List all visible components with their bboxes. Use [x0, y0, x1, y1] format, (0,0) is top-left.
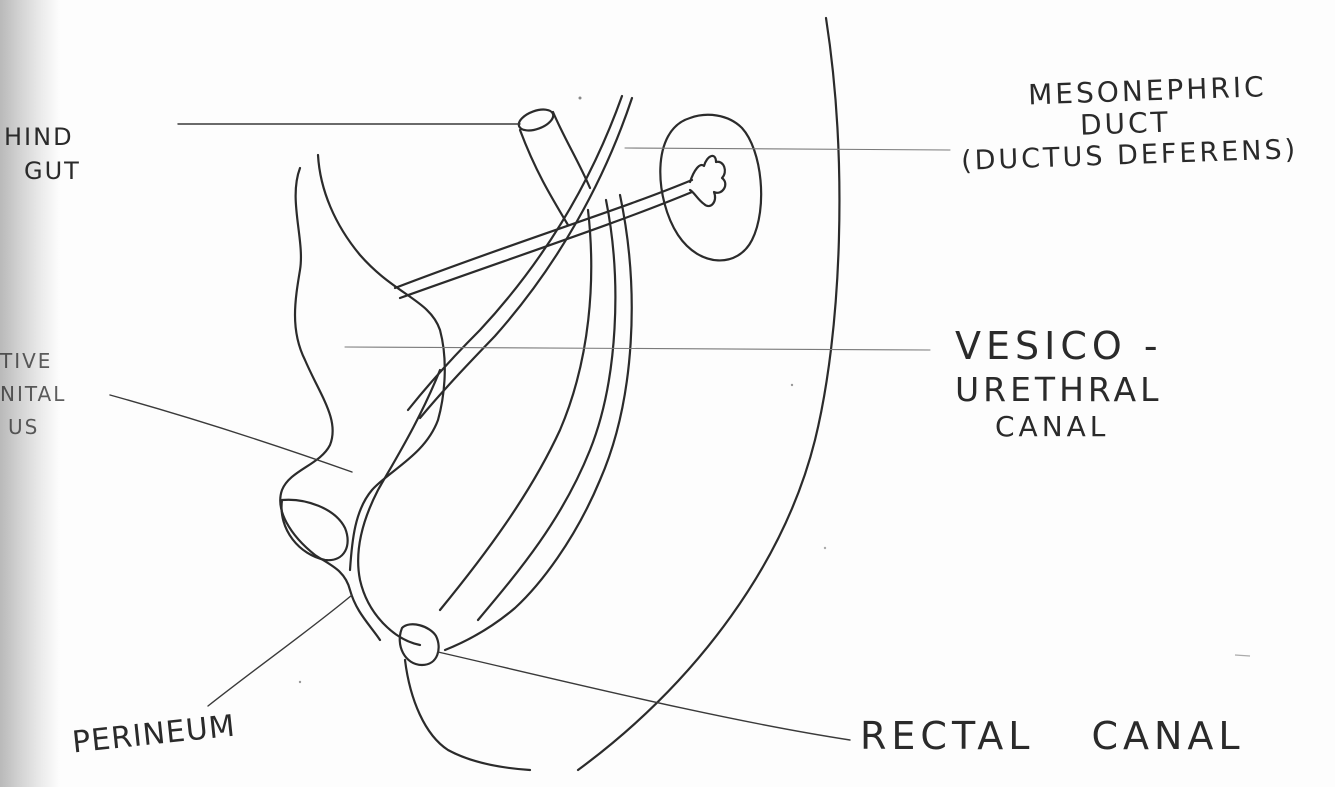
- hind-gut-tube-left: [520, 130, 568, 225]
- rectum-posterior-wall: [445, 195, 632, 650]
- paper-speck: [791, 384, 793, 386]
- label-vesico-line3: CANAL: [995, 411, 1163, 443]
- leader-mesonephric-duct: [625, 148, 950, 150]
- label-rectal-canal: RECTAL CANAL: [860, 715, 1245, 759]
- paper-mark: [1235, 655, 1250, 656]
- vesico-urethral-lower-loop: [358, 370, 440, 645]
- tail-fold-boundary: [405, 660, 530, 770]
- hind-gut-tube-right: [553, 112, 590, 188]
- label-primitive-genital-sinus: TIVE NITAL US: [0, 350, 66, 439]
- urorectal-septum-inner: [440, 210, 591, 610]
- label-hind-line2: GUT: [24, 158, 81, 186]
- urogenital-sinus-outline: [280, 168, 380, 640]
- label-rectal-word1: RECTAL: [860, 714, 1034, 758]
- label-sinus-line1: TIVE: [0, 350, 66, 373]
- label-sinus-line3: US: [8, 416, 66, 439]
- leader-rectal-canal: [438, 652, 850, 740]
- label-vesico-line1: VESICO -: [955, 325, 1163, 369]
- label-vesico-urethral-canal: VESICO - URETHRAL CANAL: [955, 325, 1163, 443]
- mesonephric-duct-line-a: [408, 96, 622, 410]
- renal-pelvis: [690, 156, 725, 206]
- paper-speck: [299, 681, 301, 683]
- label-vesico-line2: URETHRAL: [955, 371, 1163, 409]
- body-wall-curve: [578, 18, 839, 770]
- ureter-line-a: [395, 180, 692, 288]
- label-rectal-word2: CANAL: [1091, 714, 1244, 758]
- label-mesonephric-duct: MESONEPHRIC DUCT (DUCTUS DEFERENS): [958, 70, 1298, 177]
- label-hind-line1: HIND: [4, 124, 81, 152]
- paper-speck: [824, 547, 826, 549]
- leader-perineum: [208, 595, 352, 706]
- allantois-inner-wall: [318, 155, 445, 570]
- paper-speck: [579, 97, 582, 100]
- label-sinus-line2: NITAL: [0, 383, 66, 406]
- leader-vesico-urethral: [345, 347, 930, 350]
- hind-gut-cut-end: [516, 105, 556, 134]
- label-hind-gut: HIND GUT: [4, 124, 81, 185]
